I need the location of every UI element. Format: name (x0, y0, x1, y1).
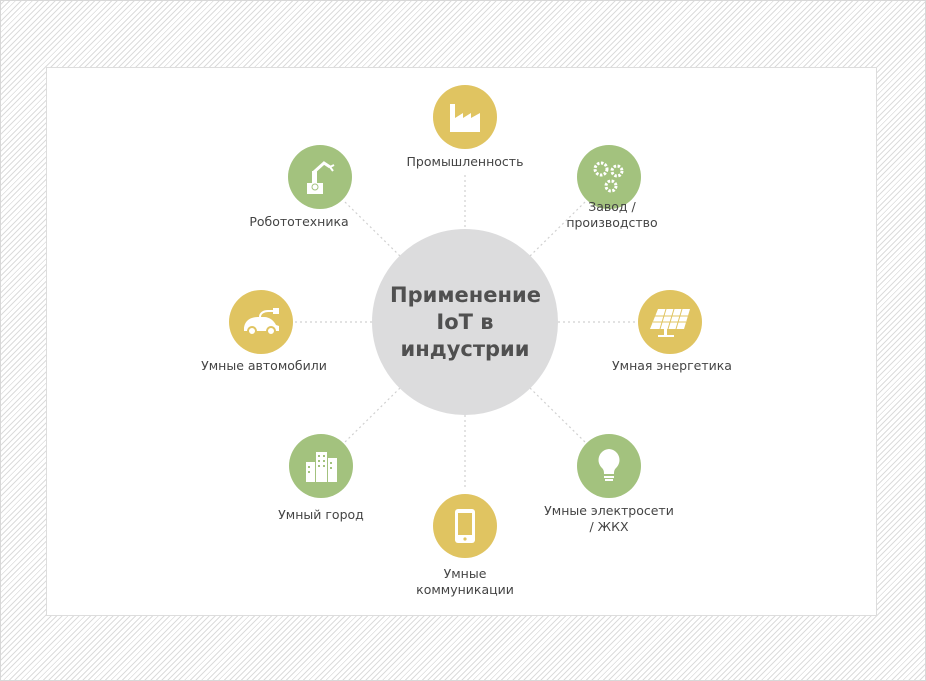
node-label: Умные коммуникации (416, 566, 514, 597)
node-label: Умная энергетика (612, 358, 732, 373)
node-label: Завод / производство (566, 199, 658, 230)
light-bulb-icon (577, 434, 641, 498)
central-topic: Применение IoT в индустрии (372, 229, 558, 415)
node-label: Умные автомобили (201, 358, 327, 373)
city-buildings-icon (289, 434, 353, 498)
node-label: Промышленность (406, 154, 524, 169)
central-title: Применение IoT в индустрии (390, 282, 541, 361)
connector-line (344, 387, 401, 443)
node-label: Умные электросети / ЖКХ (544, 503, 674, 534)
factory-icon (433, 85, 497, 149)
electric-car-icon (229, 290, 293, 354)
gears-icon (577, 145, 641, 209)
smartphone-icon (433, 494, 497, 558)
node-label: Умный город (278, 507, 364, 522)
robot-arm-icon (288, 145, 352, 209)
node-label: Робототехника (249, 214, 349, 229)
connector-line (529, 387, 586, 443)
solar-panel-icon (638, 290, 702, 354)
